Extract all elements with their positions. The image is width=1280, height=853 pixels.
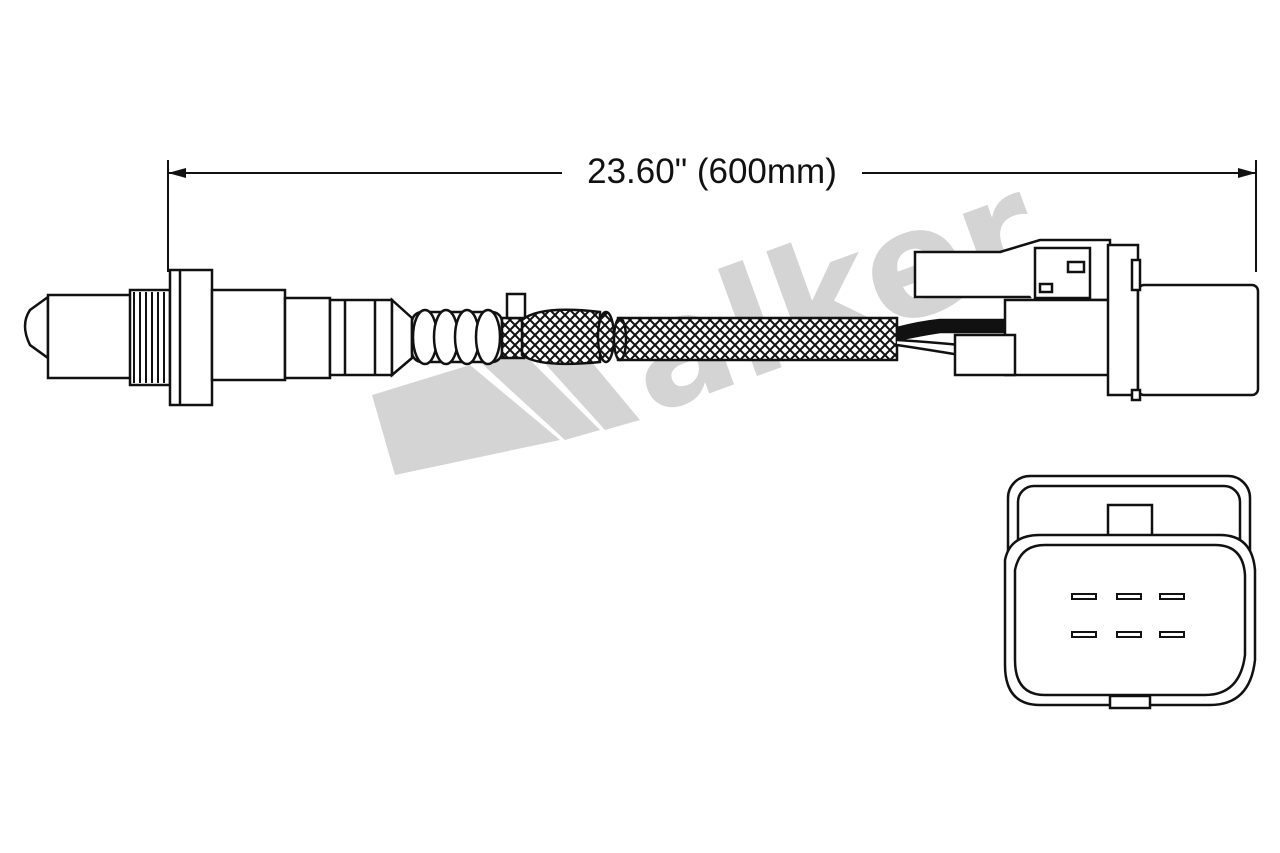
connector-front-view [1003, 474, 1257, 710]
sensor-body [23, 268, 1007, 407]
pin [1159, 631, 1185, 638]
sensor-threads [133, 292, 165, 383]
pin [1071, 593, 1097, 600]
bellows [410, 308, 504, 366]
pin [1116, 593, 1142, 600]
connector-pins [1071, 593, 1185, 638]
length-dimension-label: 23.60" (600mm) [562, 148, 862, 196]
pin [1159, 593, 1185, 600]
pin [1071, 631, 1097, 638]
connector-side-view [913, 238, 1260, 402]
pin [1116, 631, 1142, 638]
